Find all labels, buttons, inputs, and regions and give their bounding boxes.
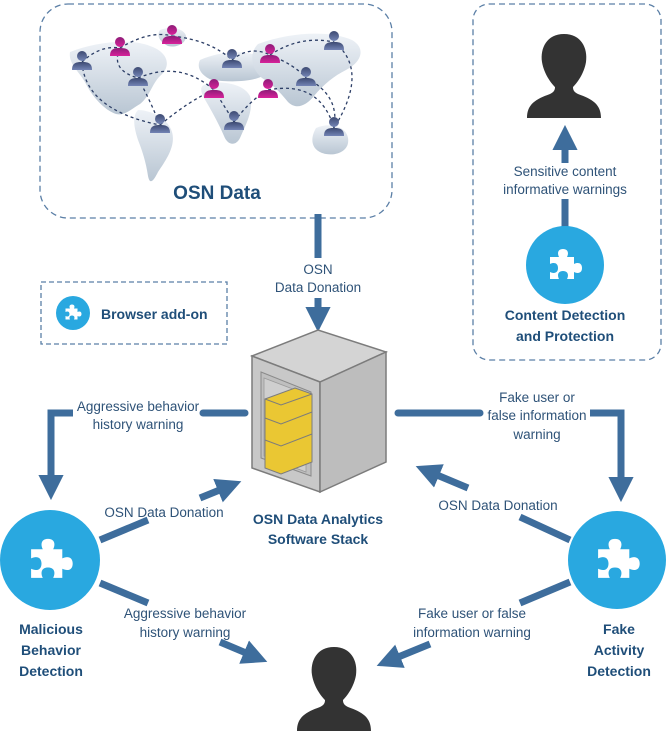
left-warning-in-line1: Aggressive behavior	[77, 399, 200, 414]
legend-border	[40, 281, 228, 345]
server-drawers	[264, 387, 313, 475]
legend-label: Browser add-on	[101, 306, 208, 322]
server-icon	[249, 329, 389, 494]
right-warning-out-arrow	[376, 578, 572, 668]
malicious-label-line1: Malicious	[19, 621, 83, 637]
content-detection-label-line2: and Protection	[516, 328, 614, 344]
left-warning-in-line2: history warning	[93, 417, 184, 432]
world-map-image	[69, 25, 361, 182]
right-warning-out-line1: Fake user or false	[418, 606, 526, 621]
end-user-icon	[297, 647, 371, 731]
top-donation-arrow: OSN Data Donation	[275, 214, 361, 333]
malicious-label-line3: Detection	[19, 663, 83, 679]
content-panel-border	[472, 3, 662, 361]
osn-data-panel: OSN Data	[39, 3, 393, 219]
sensitive-warning-label-line1: Sensitive content	[514, 164, 617, 179]
left-warning-out-line2: history warning	[140, 625, 231, 640]
right-warning-arrow	[394, 409, 634, 503]
left-warning-out-line1: Aggressive behavior	[124, 606, 247, 621]
osn-data-panel-border	[39, 3, 393, 219]
content-detection-label-line1: Content Detection	[505, 307, 626, 323]
osn-data-title: OSN Data	[173, 183, 261, 204]
fake-activity-label-line1: Fake	[603, 621, 635, 637]
north-america-shape	[69, 41, 167, 115]
right-donation-arrow	[415, 464, 572, 544]
right-warning-in-line3: warning	[512, 427, 560, 442]
left-warning-out-arrow	[98, 579, 268, 664]
malicious-label-line2: Behavior	[21, 642, 81, 658]
legend-browser-addon: Browser add-on	[40, 281, 228, 345]
right-warning-out-line2: information warning	[413, 625, 531, 640]
server-label-line1: OSN Data Analytics	[253, 511, 383, 527]
south-america-shape	[134, 110, 173, 182]
left-warning-arrow	[38, 409, 249, 501]
right-warning-in-line2: false information	[487, 408, 586, 423]
right-warning-in-line1: Fake user or	[499, 390, 575, 405]
left-donation-arrow	[98, 479, 242, 544]
right-donation-label: OSN Data Donation	[438, 498, 557, 513]
server-label-line2: Software Stack	[268, 531, 369, 547]
top-donation-label-line1: OSN	[303, 262, 332, 277]
left-donation-label: OSN Data Donation	[104, 505, 223, 520]
content-detection-panel: Sensitive content informative warnings C…	[472, 3, 662, 361]
fake-activity-label-line3: Detection	[587, 663, 651, 679]
protected-user-icon	[527, 34, 601, 118]
fake-activity-label-line2: Activity	[594, 642, 645, 658]
top-donation-label-line2: Data Donation	[275, 280, 361, 295]
sensitive-warning-label-line2: informative warnings	[503, 182, 627, 197]
